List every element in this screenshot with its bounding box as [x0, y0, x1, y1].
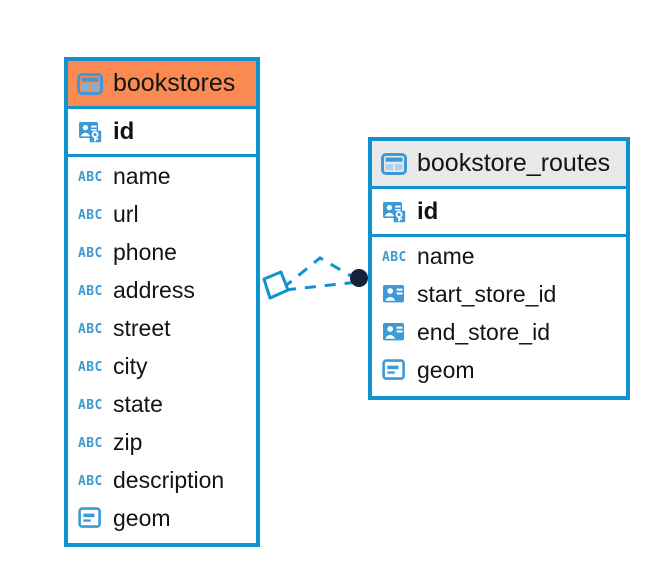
field-row-state[interactable]: ABC state: [68, 385, 256, 423]
field-label-geom: geom: [417, 356, 475, 383]
relationship-source-marker-icon[interactable]: [262, 270, 290, 300]
svg-text:ABC: ABC: [78, 360, 103, 375]
field-row-geom[interactable]: geom: [372, 351, 626, 389]
abc-text-icon: ABC: [382, 250, 407, 265]
abc-text-icon: ABC: [78, 208, 103, 223]
relationship-line-start-store-id[interactable]: [282, 256, 359, 290]
primary-key-icon: [383, 201, 406, 222]
svg-text:ABC: ABC: [78, 474, 103, 489]
field-label-id: id: [417, 197, 439, 225]
field-label-address: address: [113, 276, 195, 303]
entity-header-bookstore-routes[interactable]: bookstore_routes: [372, 141, 626, 189]
geometry-icon: [382, 359, 405, 380]
field-row-id[interactable]: id: [372, 189, 626, 237]
field-row-geom[interactable]: geom: [68, 499, 256, 537]
table-icon: [77, 72, 103, 95]
abc-text-icon: ABC: [78, 474, 103, 489]
svg-text:ABC: ABC: [78, 208, 103, 223]
abc-text-icon: ABC: [78, 284, 103, 299]
relationship-target-marker-icon[interactable]: [350, 269, 368, 287]
field-label-start-store-id: start_store_id: [417, 280, 557, 307]
field-row-street[interactable]: ABC street: [68, 309, 256, 347]
field-label-state: state: [113, 390, 163, 417]
field-row-start-store-id[interactable]: start_store_id: [372, 275, 626, 313]
svg-text:ABC: ABC: [78, 398, 103, 413]
svg-text:ABC: ABC: [382, 250, 407, 265]
field-label-name: name: [113, 162, 171, 189]
field-row-description[interactable]: ABC description: [68, 461, 256, 499]
field-label-name: name: [417, 242, 475, 269]
abc-text-icon: ABC: [78, 170, 103, 185]
field-label-street: street: [113, 314, 171, 341]
foreign-key-icon: [383, 285, 404, 303]
abc-text-icon: ABC: [78, 360, 103, 375]
field-row-url[interactable]: ABC url: [68, 195, 256, 233]
relationship-line-end-store-id[interactable]: [284, 280, 359, 292]
svg-text:ABC: ABC: [78, 436, 103, 451]
field-row-phone[interactable]: ABC phone: [68, 233, 256, 271]
entity-title-bookstore-routes: bookstore_routes: [417, 149, 611, 177]
field-row-name[interactable]: ABC name: [372, 237, 626, 275]
field-label-zip: zip: [113, 428, 143, 455]
field-row-name[interactable]: ABC name: [68, 157, 256, 195]
geometry-icon: [78, 507, 101, 528]
field-label-id: id: [113, 117, 135, 145]
field-row-zip[interactable]: ABC zip: [68, 423, 256, 461]
abc-text-icon: ABC: [78, 436, 103, 451]
svg-text:ABC: ABC: [78, 284, 103, 299]
foreign-key-icon: [383, 323, 404, 341]
primary-key-icon: [79, 121, 102, 142]
svg-text:ABC: ABC: [78, 322, 103, 337]
field-row-end-store-id[interactable]: end_store_id: [372, 313, 626, 351]
svg-text:ABC: ABC: [78, 170, 103, 185]
abc-text-icon: ABC: [78, 246, 103, 261]
field-label-description: description: [113, 466, 225, 493]
table-icon: [381, 152, 407, 175]
field-label-geom: geom: [113, 504, 171, 531]
field-row-address[interactable]: ABC address: [68, 271, 256, 309]
svg-text:ABC: ABC: [78, 246, 103, 261]
field-label-phone: phone: [113, 238, 177, 265]
abc-text-icon: ABC: [78, 398, 103, 413]
field-label-city: city: [113, 352, 148, 379]
field-label-url: url: [113, 200, 139, 227]
entity-table-bookstore-routes[interactable]: bookstore_routes id ABC name: [368, 137, 630, 400]
entity-header-bookstores[interactable]: bookstores: [68, 61, 256, 109]
field-row-id[interactable]: id: [68, 109, 256, 157]
field-label-end-store-id: end_store_id: [417, 318, 550, 345]
field-row-city[interactable]: ABC city: [68, 347, 256, 385]
entity-title-bookstores: bookstores: [113, 69, 236, 97]
abc-text-icon: ABC: [78, 322, 103, 337]
entity-table-bookstores[interactable]: bookstores id ABC name: [64, 57, 260, 547]
